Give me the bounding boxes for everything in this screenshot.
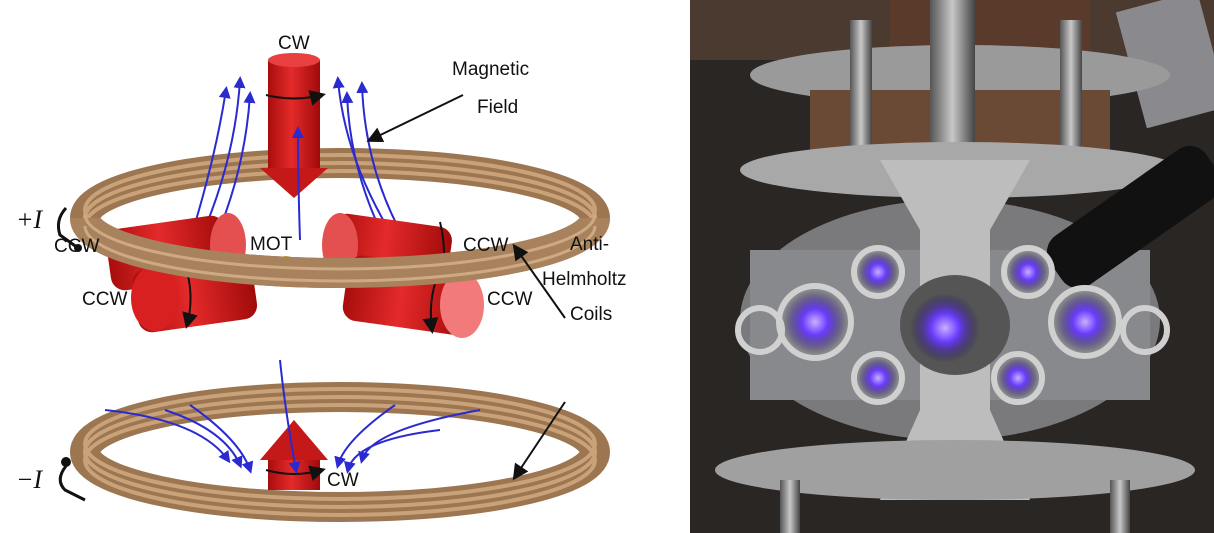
minus-lead-wire	[58, 465, 86, 502]
coil-arrow-lower	[512, 401, 566, 481]
coils-label: Anti-	[570, 234, 609, 255]
plus-current-label: +I	[16, 205, 44, 234]
plus-lead-wire	[57, 206, 79, 250]
magnetic-field-arrow	[366, 94, 464, 142]
mot-diagram: CW CW Magnetic Field +I −I CCW CCW CCW C…	[16, 33, 626, 522]
mot-label: MOT	[250, 234, 293, 255]
top-laser-beam	[260, 53, 328, 198]
magnetic-field-label-2: Field	[477, 97, 518, 118]
ccw-left-upper-label: CCW	[54, 236, 99, 257]
magnetic-field-label: Magnetic	[452, 59, 529, 80]
minus-current-label: −I	[16, 465, 44, 494]
coil-arrow-upper	[512, 243, 566, 319]
ccw-right-upper-label: CCW	[463, 235, 508, 256]
ccw-left-lower-label: CCW	[82, 289, 127, 310]
upper-coil-front	[70, 215, 610, 288]
magnetic-field-lines-bottom	[104, 359, 481, 474]
cw-bottom-label: CW	[327, 470, 359, 491]
viewport-glows	[783, 252, 1115, 398]
ccw-right-lower-label: CCW	[487, 289, 532, 310]
vacuum-chamber-photo	[690, 0, 1214, 533]
cw-top-label: CW	[278, 33, 310, 54]
coils-label-3: Coils	[570, 304, 612, 325]
lower-coil	[70, 382, 610, 522]
coils-label-2: Helmholtz	[542, 269, 626, 290]
